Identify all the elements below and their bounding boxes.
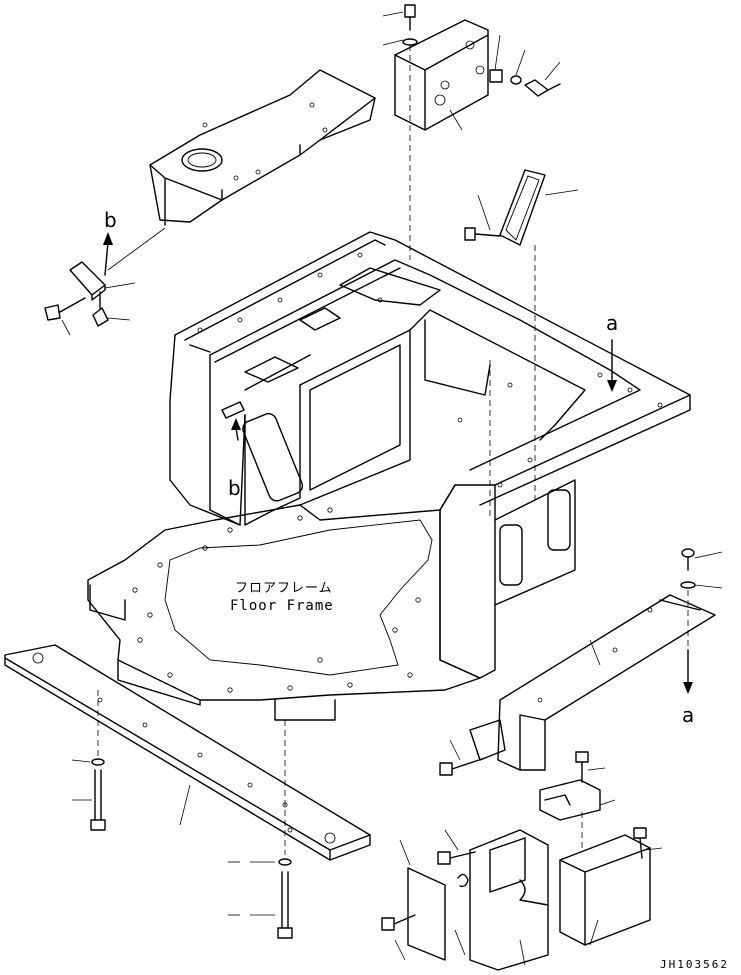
cab-frame-part xyxy=(87,231,691,721)
leader xyxy=(644,847,663,851)
top-bracket-part xyxy=(394,19,489,131)
floor-frame-label-jp: フロアフレーム xyxy=(235,581,333,596)
leader xyxy=(599,799,616,806)
side-bolt xyxy=(524,79,561,97)
leader xyxy=(449,109,463,131)
arrow-b-top-head xyxy=(103,232,113,245)
leader xyxy=(399,839,411,866)
bottom-bolt xyxy=(381,914,416,931)
leader xyxy=(515,49,526,76)
ref-label-a-bottom: a xyxy=(682,703,694,727)
washer xyxy=(510,75,522,85)
bracket-bolt-vertical xyxy=(575,751,589,783)
leader xyxy=(394,939,406,961)
frame-mount-plate xyxy=(339,267,441,306)
leader xyxy=(694,584,723,589)
left-bolt-1 xyxy=(44,297,86,321)
leader xyxy=(107,227,166,271)
washer-left xyxy=(91,758,105,766)
bolt-center-long xyxy=(277,871,293,939)
leader xyxy=(694,551,723,559)
arrow-a-bottom-head xyxy=(683,682,693,694)
l-bracket-part xyxy=(559,834,651,946)
leader xyxy=(494,34,501,71)
ref-label-b-bottom: b xyxy=(228,476,241,500)
floor-frame-label-en: Floor Frame xyxy=(230,598,334,614)
tall-plate-bolt xyxy=(437,851,476,865)
clip-part xyxy=(457,873,469,888)
leader xyxy=(382,39,404,46)
cover-plate-part xyxy=(499,169,546,246)
right-lower-bolt xyxy=(633,827,647,859)
drawing-code: JH103562 xyxy=(660,958,729,971)
ref-label-a-top: a xyxy=(606,311,618,335)
hatch-cover xyxy=(244,356,299,383)
arrow-b-top-shaft xyxy=(104,241,109,276)
leader xyxy=(61,319,71,336)
leader xyxy=(444,829,459,851)
leader xyxy=(382,11,404,17)
leader xyxy=(179,784,191,826)
plate-bolt xyxy=(464,227,501,241)
left-small-bracket xyxy=(69,261,106,301)
leader xyxy=(449,739,461,761)
arrow-a-top-head xyxy=(607,380,617,392)
leader xyxy=(454,929,466,956)
washer-center xyxy=(278,858,292,866)
top-cover-part xyxy=(149,69,376,226)
leader xyxy=(544,189,579,196)
tall-plate-notch xyxy=(519,879,549,906)
l-bracket-edge xyxy=(559,847,651,946)
leader xyxy=(104,282,136,289)
leader xyxy=(544,61,561,81)
top-bolt xyxy=(402,4,418,46)
bolt-left-long xyxy=(90,769,106,831)
ref-label-b-top: b xyxy=(104,208,117,232)
leader xyxy=(519,939,526,966)
arrow-b-bottom-head xyxy=(231,418,241,430)
bracket-b xyxy=(221,401,245,419)
leader xyxy=(589,919,599,946)
leader xyxy=(477,194,491,231)
bottom-small-bracket xyxy=(539,779,601,821)
right-long-bracket-part xyxy=(469,594,716,771)
nut xyxy=(489,69,503,83)
tall-plate-cutout xyxy=(489,837,526,893)
bracket-bolt xyxy=(439,757,486,776)
right-bolt-top xyxy=(680,548,696,589)
leader xyxy=(107,317,131,321)
leader xyxy=(589,639,601,666)
leader xyxy=(71,759,91,763)
tall-plate-part xyxy=(469,829,549,971)
left-bolt-2 xyxy=(92,291,109,327)
leader xyxy=(587,767,606,771)
small-plate-part xyxy=(407,867,446,961)
vent-cover xyxy=(299,307,341,331)
bottom-beam-part xyxy=(4,644,371,861)
